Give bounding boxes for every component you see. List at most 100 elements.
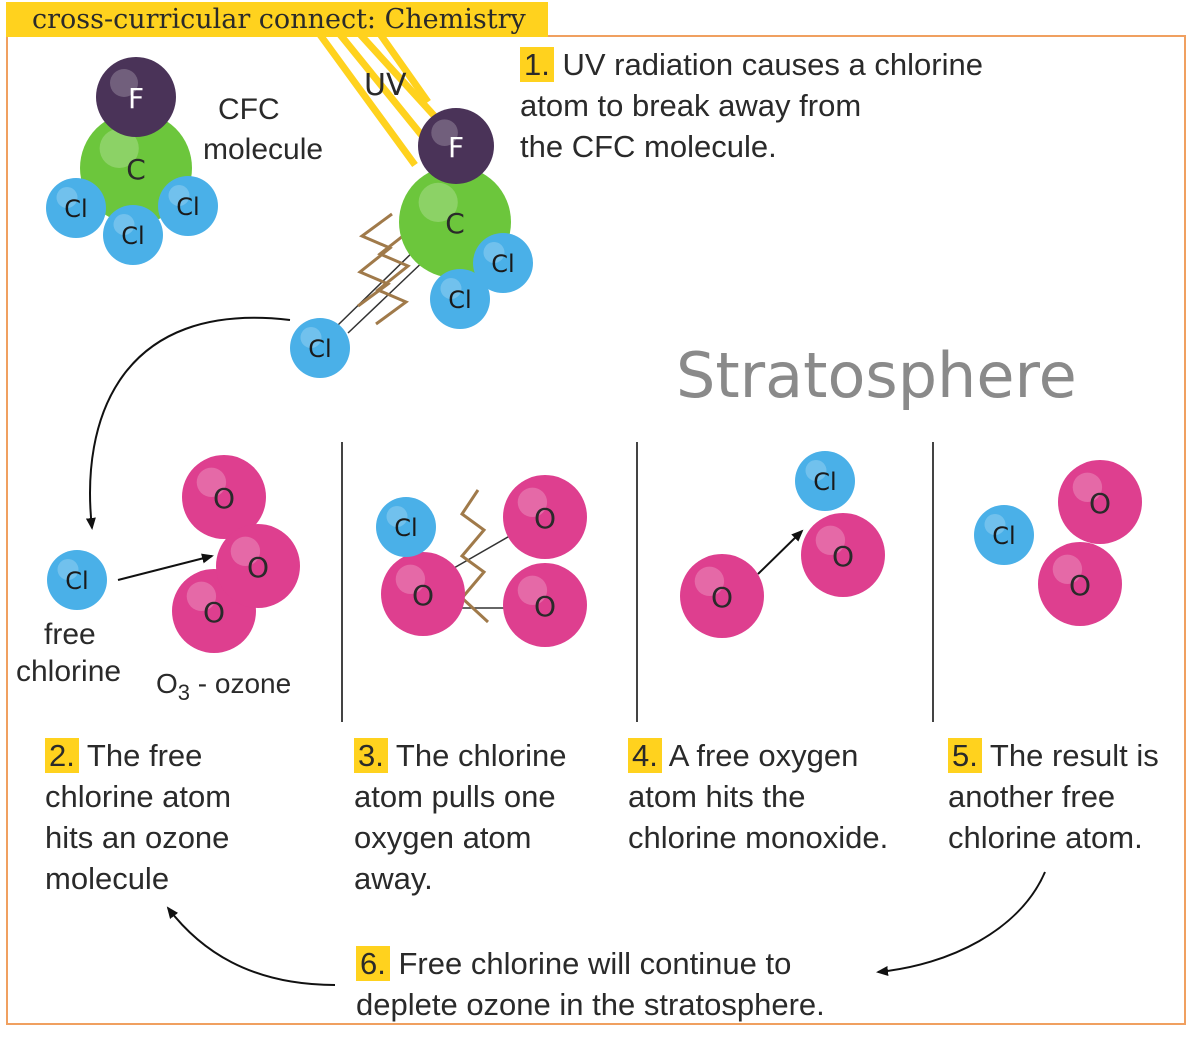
panel-divider-3 xyxy=(932,442,934,722)
oxygen-atom-highlight xyxy=(186,581,217,611)
oxygen-atom-sphere xyxy=(1038,542,1122,626)
oxygen-atom-highlight xyxy=(517,575,548,605)
oxygen-atom-symbol: O xyxy=(534,502,556,535)
chlorine-atom-highlight xyxy=(168,185,190,206)
fluorine-atom-sphere xyxy=(418,108,494,184)
fluorine-atom: F xyxy=(418,108,494,184)
chlorine-atom-symbol: Cl xyxy=(448,286,471,314)
carbon-atom-symbol: C xyxy=(126,153,146,186)
fluorine-atom-sphere xyxy=(96,57,176,137)
chlorine-atom-highlight xyxy=(57,559,79,580)
chlorine-atom-sphere xyxy=(376,497,436,557)
panel-divider-1 xyxy=(341,442,343,722)
oxygen-atom-symbol: O xyxy=(1089,487,1111,520)
oxygen-atom-symbol: O xyxy=(213,482,235,515)
fluorine-atom: F xyxy=(96,57,176,137)
oxygen-atom-highlight xyxy=(196,467,227,497)
chlorine-atom-sphere xyxy=(47,550,107,610)
chlorine-atom-highlight xyxy=(56,187,78,208)
oxygen-atom-sphere xyxy=(503,563,587,647)
oxygen-atom-sphere xyxy=(1058,460,1142,544)
free-chlorine-label-line2: chlorine xyxy=(16,655,122,688)
fluorine-atom-symbol: F xyxy=(448,131,464,164)
arrow-cl-to-step2 xyxy=(85,316,291,530)
stratosphere-label: Stratosphere xyxy=(676,339,1077,412)
oxygen-atom-sphere xyxy=(216,524,300,608)
chlorine-atom-symbol: Cl xyxy=(176,193,199,221)
panel-divider-2 xyxy=(636,442,638,722)
step-2-text: 2. The free chlorine atom hits an ozone … xyxy=(45,738,232,896)
oxygen-atom: O xyxy=(381,552,465,636)
chlorine-atom: Cl xyxy=(46,178,106,238)
oxygen-atom: O xyxy=(1058,460,1142,544)
chlorine-atom-sphere xyxy=(473,233,533,293)
fluorine-atom-symbol: F xyxy=(128,82,144,115)
chlorine-atom-symbol: Cl xyxy=(64,195,87,223)
chlorine-atom-highlight xyxy=(483,242,505,263)
cfc-label-line2: molecule xyxy=(203,133,324,166)
oxygen-atom-symbol: O xyxy=(832,540,854,573)
chlorine-atom-sphere xyxy=(158,176,218,236)
step-1-text: 1. UV radiation causes a chlorine atom t… xyxy=(520,47,983,164)
chlorine-atom: Cl xyxy=(47,550,107,610)
oxygen-atom: O xyxy=(680,554,764,638)
chlorine-atom-symbol: Cl xyxy=(121,222,144,250)
oxygen-atom-highlight xyxy=(1072,472,1103,502)
arrow-step5-to-step6 xyxy=(876,871,1046,977)
chlorine-atom-highlight xyxy=(300,327,322,348)
chlorine-atom-sphere xyxy=(974,505,1034,565)
uv-label: UV xyxy=(364,68,407,103)
diagram-frame xyxy=(6,35,1186,1025)
oxygen-atom-sphere xyxy=(182,455,266,539)
chlorine-atom: Cl xyxy=(103,205,163,265)
chlorine-atom-symbol: Cl xyxy=(992,522,1015,550)
chlorine-atom: Cl xyxy=(795,451,855,511)
oxygen-atom-sphere xyxy=(680,554,764,638)
oxygen-atom-highlight xyxy=(1052,554,1083,584)
chlorine-atom-highlight xyxy=(440,278,462,299)
chlorine-atom: Cl xyxy=(158,176,218,236)
arrow-step6-to-step2 xyxy=(166,906,336,986)
oxygen-atom-highlight xyxy=(815,525,846,555)
oxygen-atom-highlight xyxy=(517,487,548,517)
fluorine-atom-highlight xyxy=(110,69,138,97)
chlorine-atom: Cl xyxy=(376,497,436,557)
arrows xyxy=(85,316,1046,986)
chlorine-atom-symbol: Cl xyxy=(394,514,417,542)
chlorine-atom-sphere xyxy=(290,318,350,378)
oxygen-atom: O xyxy=(216,524,300,608)
carbon-atom-highlight xyxy=(418,182,458,222)
chlorine-atom: Cl xyxy=(473,233,533,293)
chlorine-atom-symbol: Cl xyxy=(813,468,836,496)
oxygen-atom-symbol: O xyxy=(203,596,225,629)
oxygen-atom-highlight xyxy=(230,536,261,566)
ozone-label: O3 - ozone xyxy=(156,668,292,705)
oxygen-atom-sphere xyxy=(801,513,885,597)
oxygen-atom-symbol: O xyxy=(412,579,434,612)
chlorine-atom-highlight xyxy=(984,514,1006,535)
oxygen-atom-symbol: O xyxy=(247,551,269,584)
oxygen-atom-symbol: O xyxy=(711,581,733,614)
chlorine-atom-symbol: Cl xyxy=(308,335,331,363)
oxygen-atom-highlight xyxy=(395,564,426,594)
chlorine-atom-symbol: Cl xyxy=(65,567,88,595)
chlorine-atom-sphere xyxy=(103,205,163,265)
banner: cross-curricular connect: Chemistry xyxy=(6,2,548,37)
chlorine-atom-sphere xyxy=(46,178,106,238)
chlorine-atom-sphere xyxy=(795,451,855,511)
step-6-text: 6. Free chlorine will continue to deplet… xyxy=(356,946,825,1022)
oxygen-atom: O xyxy=(503,475,587,559)
carbon-atom-highlight xyxy=(99,128,139,168)
oxygen-atom: O xyxy=(801,513,885,597)
arrow-o-to-clo xyxy=(757,529,804,575)
chlorine-atom: Cl xyxy=(290,318,350,378)
oxygen-atom-highlight xyxy=(694,566,725,596)
chlorine-atom: Cl xyxy=(974,505,1034,565)
oxygen-atom-sphere xyxy=(503,475,587,559)
oxygen-atom-symbol: O xyxy=(534,590,556,623)
step-4-text: 4. A free oxygen atom hits the chlorine … xyxy=(628,738,889,855)
chlorine-atom-highlight xyxy=(113,214,135,235)
oxygen-atom-symbol: O xyxy=(1069,569,1091,602)
